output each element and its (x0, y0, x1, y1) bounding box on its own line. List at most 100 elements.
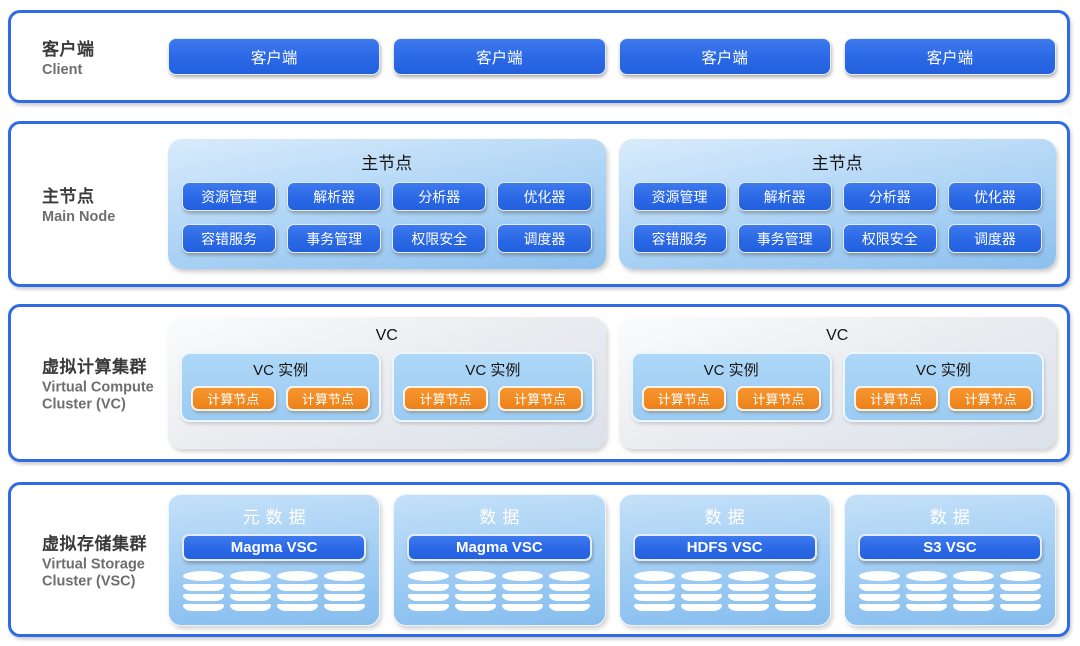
vsc-label-zh: 虚拟存储集群 (42, 533, 147, 553)
compute-node-box: 计算节点 (403, 386, 488, 411)
component-box-scheduler: 调度器 (497, 224, 592, 253)
vsc-section-label: 虚拟存储集群 Virtual Storage Cluster (VSC) (42, 529, 178, 590)
client-label-en: Client (42, 61, 83, 78)
vsc-group-title: 数据 (929, 507, 976, 527)
database-icon (858, 570, 900, 611)
main-node-group-title: 主节点 (361, 154, 413, 173)
vsc-group-title: 元数据 (242, 507, 312, 527)
vc-instance-title: VC 实例 (253, 362, 309, 379)
component-box-analyzer: 分析器 (392, 182, 487, 211)
component-box-security: 权限安全 (392, 224, 487, 253)
vc-instance-title: VC 实例 (703, 362, 759, 379)
client-section-label: 客户端 Client (42, 34, 178, 78)
main-node-group: 主节点 资源管理 解析器 分析器 优化器 容错服务 事务管理 权限安全 调度器 (618, 139, 1056, 269)
client-box: 客户端 (168, 38, 381, 75)
vc-group: VC VC 实例 计算节点 计算节点 VC 实例 计算节点 计算节点 (168, 317, 606, 449)
component-box-resource-mgmt: 资源管理 (182, 182, 277, 211)
database-icon (680, 570, 722, 611)
vc-instance: VC 实例 计算节点 计算节点 (842, 352, 1044, 422)
compute-nodes: 计算节点 计算节点 (853, 386, 1033, 411)
vsc-group-title: 数据 (704, 507, 751, 527)
database-icon-row (858, 570, 1042, 611)
main-node-group: 主节点 资源管理 解析器 分析器 优化器 容错服务 事务管理 权限安全 调度器 (168, 139, 606, 269)
client-box: 客户端 (393, 38, 606, 75)
section-virtual-compute-cluster: 虚拟计算集群 Virtual Compute Cluster (VC) VC V… (8, 304, 1070, 462)
database-icon (455, 570, 497, 611)
vsc-box-s3: S3 VSC (857, 533, 1042, 561)
component-box-transaction-mgmt: 事务管理 (737, 224, 832, 253)
client-label-zh: 客户端 (42, 39, 95, 59)
vc-instances: VC 实例 计算节点 计算节点 VC 实例 计算节点 计算节点 (180, 352, 594, 422)
vsc-group-data: 数据 HDFS VSC (618, 493, 831, 626)
database-icon (774, 570, 816, 611)
compute-nodes: 计算节点 计算节点 (641, 386, 821, 411)
database-icon-row (633, 570, 817, 611)
client-content: 客户端 客户端 客户端 客户端 (168, 13, 1056, 100)
compute-node-box: 计算节点 (736, 386, 821, 411)
main-node-content: 主节点 资源管理 解析器 分析器 优化器 容错服务 事务管理 权限安全 调度器 … (168, 124, 1056, 284)
database-icon (727, 570, 769, 611)
database-icon (905, 570, 947, 611)
vc-group: VC VC 实例 计算节点 计算节点 VC 实例 计算节点 计算节点 (618, 317, 1056, 449)
database-icon (952, 570, 994, 611)
section-client: 客户端 Client 客户端 客户端 客户端 客户端 (8, 10, 1070, 103)
vc-instances: VC 实例 计算节点 计算节点 VC 实例 计算节点 计算节点 (630, 352, 1044, 422)
compute-nodes: 计算节点 计算节点 (403, 386, 583, 411)
vsc-label-en: Virtual Storage Cluster (VSC) (42, 555, 145, 589)
main-node-label-zh: 主节点 (42, 186, 95, 206)
client-box: 客户端 (843, 38, 1056, 75)
vsc-box-hdfs: HDFS VSC (632, 533, 817, 561)
database-icon (408, 570, 450, 611)
main-node-component-grid: 资源管理 解析器 分析器 优化器 容错服务 事务管理 权限安全 调度器 (182, 182, 592, 253)
component-box-transaction-mgmt: 事务管理 (287, 224, 382, 253)
database-icon (633, 570, 675, 611)
database-icon (183, 570, 224, 611)
component-box-parser: 解析器 (737, 182, 832, 211)
component-box-fault-tolerance: 容错服务 (182, 224, 277, 253)
vc-group-title: VC (826, 327, 849, 344)
component-box-security: 权限安全 (842, 224, 937, 253)
component-box-scheduler: 调度器 (947, 224, 1042, 253)
compute-node-box: 计算节点 (948, 386, 1033, 411)
vsc-group-data: 数据 S3 VSC (843, 493, 1056, 626)
compute-nodes: 计算节点 计算节点 (191, 386, 371, 411)
vc-instance: VC 实例 计算节点 计算节点 (630, 352, 832, 422)
main-node-component-grid: 资源管理 解析器 分析器 优化器 容错服务 事务管理 权限安全 调度器 (632, 182, 1042, 253)
compute-node-box: 计算节点 (853, 386, 939, 411)
vsc-box-magma: Magma VSC (182, 533, 367, 561)
main-node-group-title: 主节点 (811, 154, 863, 173)
component-box-optimizer: 优化器 (947, 182, 1042, 211)
compute-node-box: 计算节点 (497, 386, 583, 411)
database-icon-row (407, 570, 591, 611)
vc-group-title: VC (375, 327, 398, 344)
section-main-node: 主节点 Main Node 主节点 资源管理 解析器 分析器 优化器 容错服务 … (8, 121, 1070, 287)
vsc-group-title: 数据 (479, 507, 526, 527)
vc-instance: VC 实例 计算节点 计算节点 (180, 352, 382, 422)
component-box-optimizer: 优化器 (497, 182, 592, 211)
main-node-label-en: Main Node (42, 208, 116, 225)
component-box-analyzer: 分析器 (842, 182, 937, 211)
database-icon (999, 570, 1041, 611)
vsc-box-magma: Magma VSC (407, 533, 592, 561)
database-icon (277, 570, 319, 611)
main-node-section-label: 主节点 Main Node (42, 182, 178, 226)
vsc-group-metadata: 元数据 Magma VSC (168, 493, 381, 626)
database-icon (549, 570, 591, 611)
client-box: 客户端 (618, 38, 831, 75)
database-icon (502, 570, 544, 611)
vc-instance-title: VC 实例 (465, 362, 521, 379)
compute-node-box: 计算节点 (641, 386, 727, 411)
vc-label-zh: 虚拟计算集群 (42, 357, 147, 377)
vsc-group-data: 数据 Magma VSC (393, 493, 606, 626)
vc-instance: VC 实例 计算节点 计算节点 (392, 352, 594, 422)
compute-node-box: 计算节点 (285, 386, 371, 411)
vc-label-en: Virtual Compute Cluster (VC) (42, 379, 154, 413)
component-box-resource-mgmt: 资源管理 (632, 182, 727, 211)
vc-content: VC VC 实例 计算节点 计算节点 VC 实例 计算节点 计算节点 (168, 307, 1056, 459)
section-virtual-storage-cluster: 虚拟存储集群 Virtual Storage Cluster (VSC) 元数据… (8, 482, 1070, 637)
component-box-parser: 解析器 (287, 182, 382, 211)
component-box-fault-tolerance: 容错服务 (632, 224, 727, 253)
vc-section-label: 虚拟计算集群 Virtual Compute Cluster (VC) (42, 352, 178, 413)
database-icon (230, 570, 272, 611)
database-icon-row (182, 570, 366, 611)
